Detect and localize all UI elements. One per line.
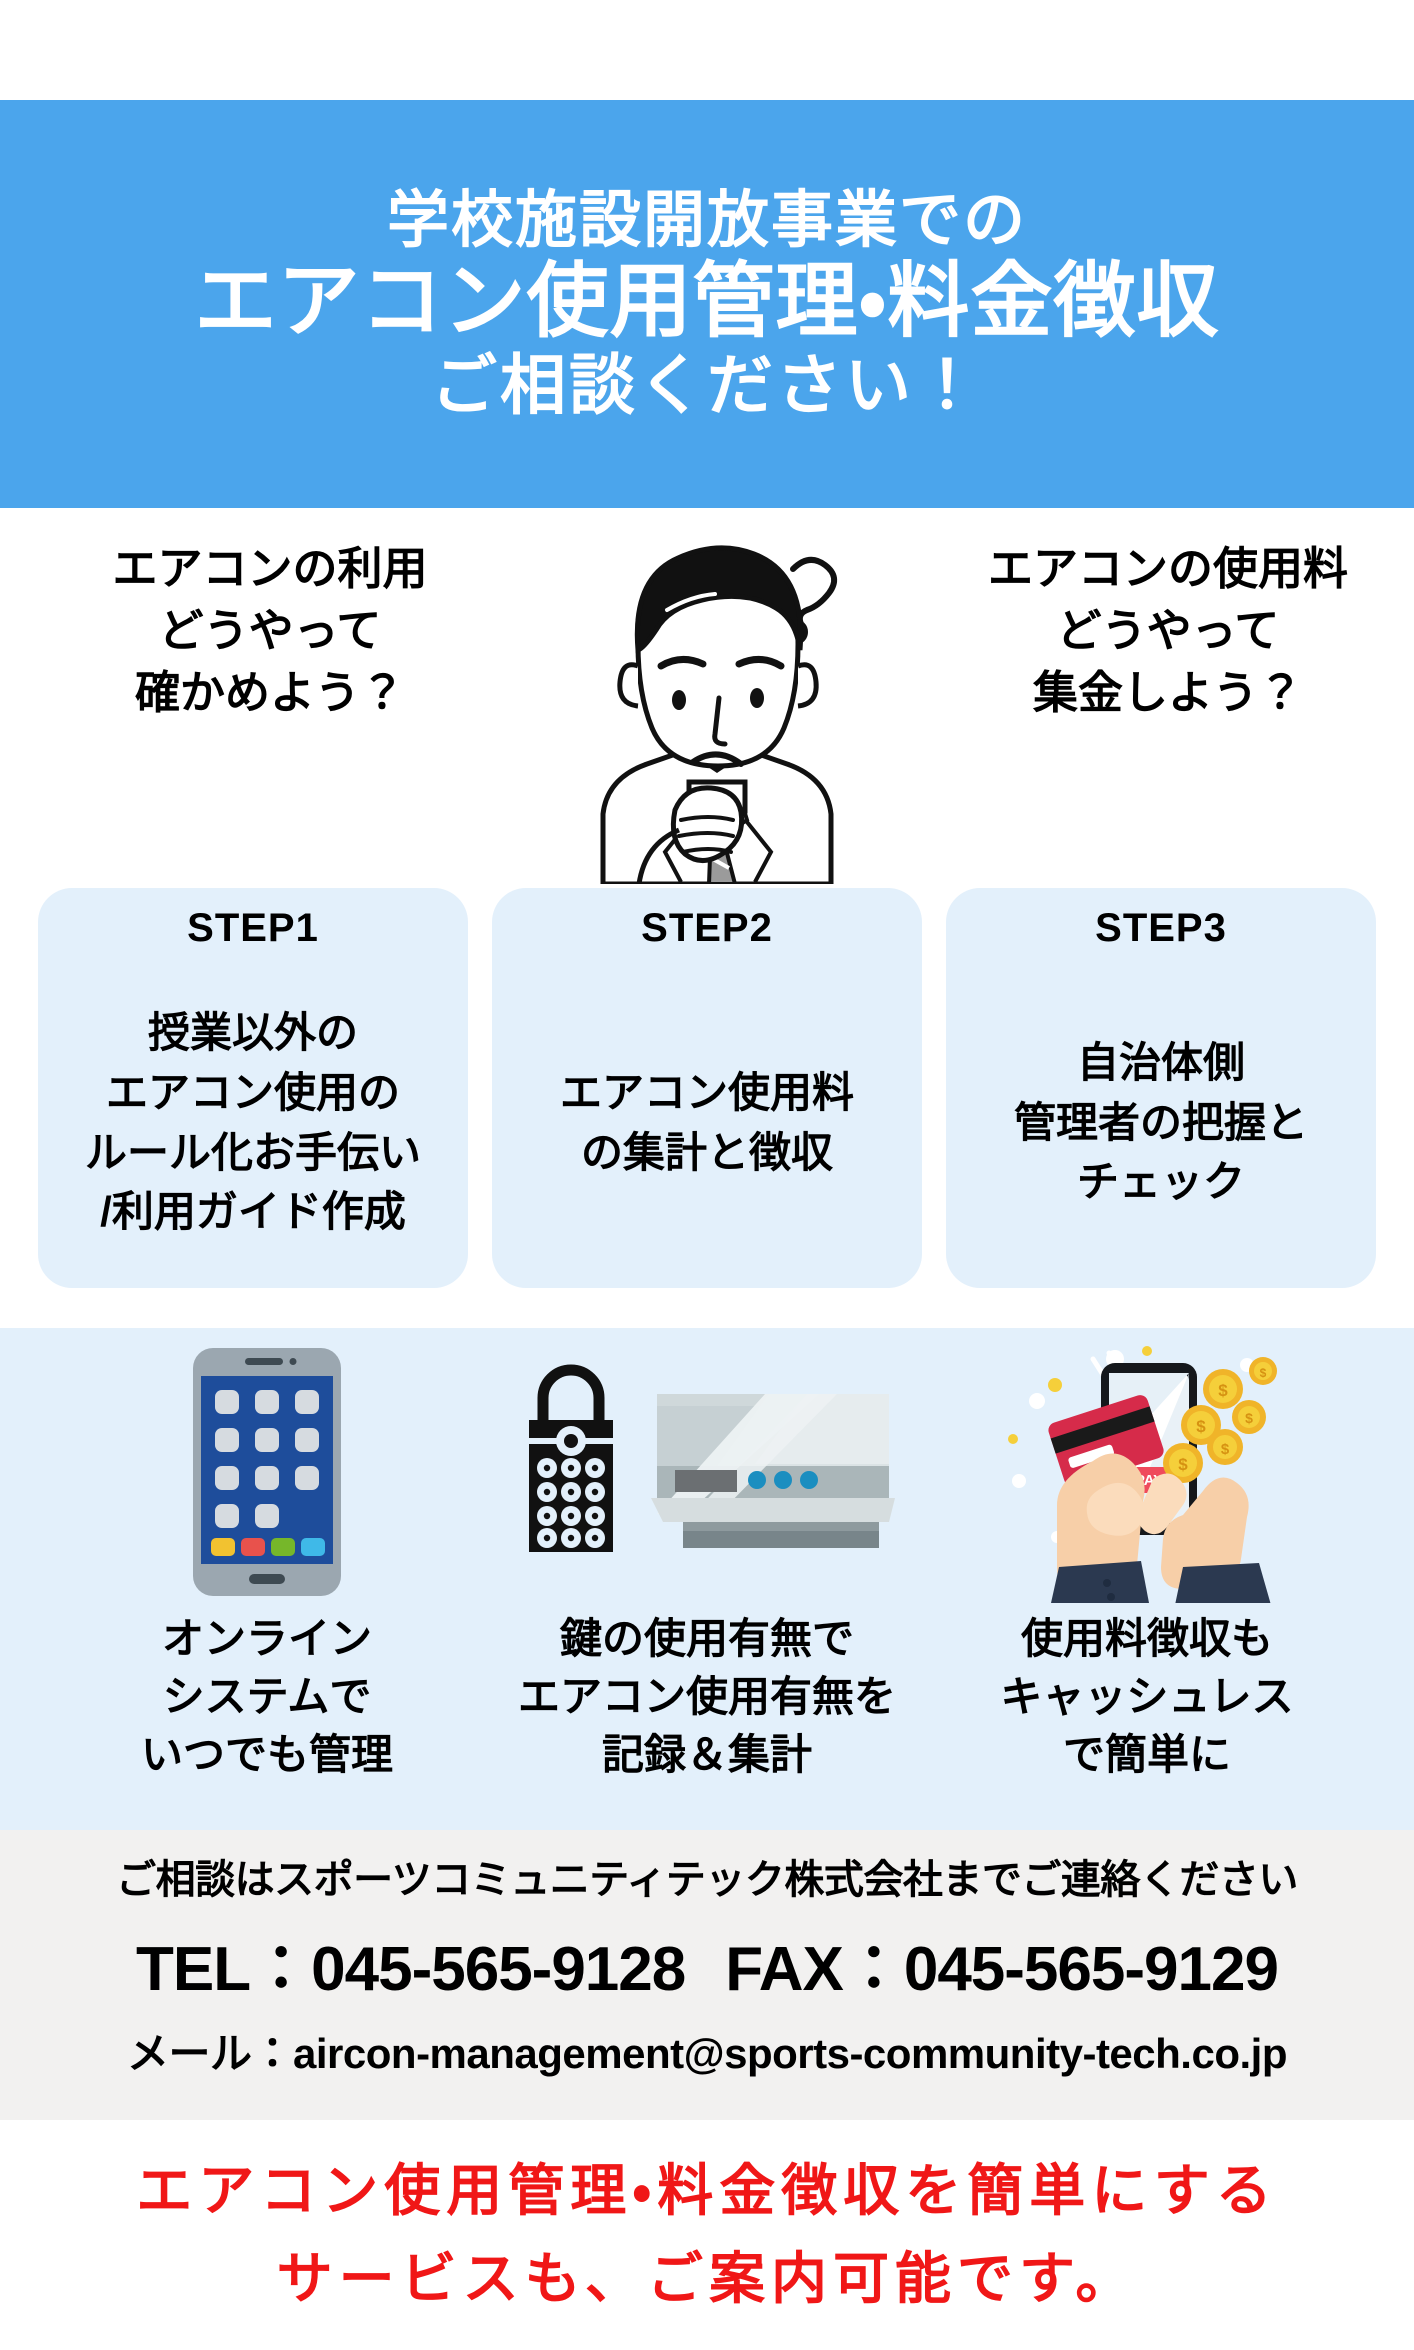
question-left-line-1: エアコンの利用 xyxy=(112,543,428,594)
keybox-aircon-icon xyxy=(507,1338,907,1606)
feature-column-2: 鍵の使用有無で エアコン使用有無を 記録＆集計 xyxy=(487,1328,927,1830)
step-1-body: 授業以外の エアコン使用の ルール化お手伝い /利用ガイド作成 xyxy=(85,957,421,1288)
keybox-icon xyxy=(529,1364,613,1552)
question-left-line-2: どうやって xyxy=(158,605,382,657)
feature-column-3: PAY $ $ $ $ $ $ xyxy=(927,1328,1367,1830)
question-right-line-2: どうやって xyxy=(1056,605,1280,657)
step-3-title: STEP3 xyxy=(1095,906,1227,950)
step-cards-row: STEP1 授業以外の エアコン使用の ルール化お手伝い /利用ガイド作成 ST… xyxy=(0,888,1414,1308)
contact-section: ご相談はスポーツコミュニティテック株式会社までご連絡ください TEL：045-5… xyxy=(0,1830,1414,2120)
feature-2-label: 鍵の使用有無で エアコン使用有無を 記録＆集計 xyxy=(518,1610,896,1784)
svg-text:$: $ xyxy=(1218,1381,1228,1400)
hair xyxy=(634,545,804,654)
contact-phone-row: TEL：045-565-9128 FAX：045-565-9129 xyxy=(30,1918,1384,2008)
feature-1-line-2: システムで xyxy=(162,1672,372,1720)
feature-2-line-3: 記録＆集計 xyxy=(601,1730,812,1778)
step-3-line-1: 自治体側 xyxy=(1076,1039,1245,1087)
step-3-line-3: チェック xyxy=(1076,1158,1245,1206)
smartphone-icon xyxy=(187,1338,347,1606)
question-right-line-1: エアコンの使用料 xyxy=(987,543,1348,594)
feature-band: オンライン システムで いつでも管理 xyxy=(0,1328,1414,1830)
worried-businessman-thinking-icon xyxy=(543,514,873,884)
feature-1-line-1: オンライン xyxy=(161,1615,372,1662)
step-2-body: エアコン使用料 の集計と徴収 xyxy=(560,957,854,1288)
tel-label: TEL： xyxy=(136,1935,312,2004)
step-3-line-2: 管理者の把握と xyxy=(1013,1098,1308,1146)
question-left-line-3: 確かめよう？ xyxy=(134,667,405,719)
step-1-title: STEP1 xyxy=(187,906,319,950)
svg-text:$: $ xyxy=(1245,1410,1253,1426)
fax-value: 045-565-9129 xyxy=(903,1935,1279,2004)
feature-2-line-2: エアコン使用有無を xyxy=(517,1672,896,1720)
footer-line-2: サービスも、ご案内可能です。 xyxy=(276,2247,1138,2310)
question-section: エアコンの利用 どうやって 確かめよう？ xyxy=(0,508,1414,888)
mail-value[interactable]: aircon-management@sports-community-tech.… xyxy=(293,2030,1287,2077)
feature-3-line-2: キャッシュレス xyxy=(1000,1672,1294,1720)
contact-mail-row: メール：aircon-management@sports-community-t… xyxy=(30,2020,1384,2081)
step-2-line-1: エアコン使用料 xyxy=(559,1068,854,1116)
header-line-3: ご相談ください！ xyxy=(431,347,983,422)
feature-column-1: オンライン システムで いつでも管理 xyxy=(47,1328,487,1830)
feature-3-line-3: で簡単に xyxy=(1062,1730,1231,1778)
step-card-1: STEP1 授業以外の エアコン使用の ルール化お手伝い /利用ガイド作成 xyxy=(38,888,468,1288)
cashless-payment-icon: PAY $ $ $ $ $ $ xyxy=(997,1338,1297,1606)
feature-2-line-1: 鍵の使用有無で xyxy=(559,1615,854,1662)
svg-text:$: $ xyxy=(1260,1366,1267,1380)
svg-text:$: $ xyxy=(1196,1417,1206,1436)
header-line-2: エアコン使用管理・料金徴収 xyxy=(194,255,1220,347)
fax-label: FAX： xyxy=(725,1935,905,2004)
header-line-1: 学校施設開放事業での xyxy=(386,185,1027,255)
footer-callout: エアコン使用管理・料金徴収を簡単にする サービスも、ご案内可能です。 xyxy=(0,2120,1414,2350)
step-card-2: STEP2 エアコン使用料 の集計と徴収 xyxy=(492,888,922,1288)
aircon-unit-icon xyxy=(651,1394,895,1548)
feature-3-line-1: 使用料徴収も xyxy=(1020,1615,1273,1662)
footer-line-1: エアコン使用管理・料金徴収を簡単にする xyxy=(136,2159,1278,2222)
step-1-line-3: ルール化お手伝い xyxy=(84,1128,421,1176)
question-right-line-3: 集金しよう？ xyxy=(1032,667,1303,719)
feature-1-label: オンライン システムで いつでも管理 xyxy=(141,1610,393,1784)
question-left-text: エアコンの利用 どうやって 確かめよう？ xyxy=(60,538,480,724)
svg-text:$: $ xyxy=(1221,1441,1230,1458)
step-1-line-1: 授業以外の xyxy=(147,1009,358,1057)
step-3-body: 自治体側 管理者の把握と チェック xyxy=(1014,957,1308,1288)
step-1-line-4: /利用ガイド作成 xyxy=(100,1188,406,1236)
contact-lead-text: ご相談はスポーツコミュニティテック株式会社までご連絡ください xyxy=(116,1858,1298,1902)
step-1-line-2: エアコン使用の xyxy=(105,1068,400,1116)
step-card-3: STEP3 自治体側 管理者の把握と チェック xyxy=(946,888,1376,1288)
tel-value[interactable]: 045-565-9128 xyxy=(311,1935,686,2004)
feature-1-line-3: いつでも管理 xyxy=(140,1730,393,1778)
step-2-line-2: の集計と徴収 xyxy=(580,1128,833,1176)
header-banner: 学校施設開放事業での エアコン使用管理・料金徴収 ご相談ください！ xyxy=(0,100,1414,508)
feature-3-label: 使用料徴収も キャッシュレス で簡単に xyxy=(1000,1610,1293,1784)
step-2-title: STEP2 xyxy=(641,906,773,950)
question-right-text: エアコンの使用料 どうやって 集金しよう？ xyxy=(958,538,1378,724)
svg-text:$: $ xyxy=(1178,1455,1188,1474)
mail-label: メール： xyxy=(127,2030,294,2077)
